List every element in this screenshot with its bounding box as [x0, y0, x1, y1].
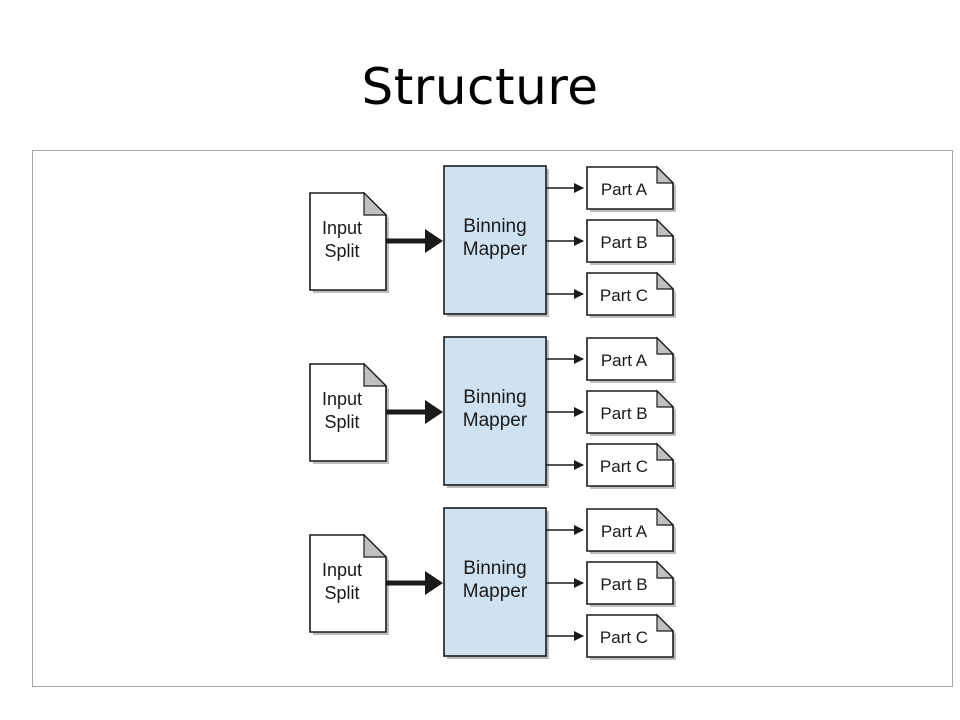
partition-file-fold	[656, 389, 675, 408]
partition-file-fold	[656, 218, 675, 237]
input-split-fold	[363, 362, 388, 387]
input-split-fold	[363, 533, 388, 558]
partition-file-fold	[656, 560, 675, 579]
partition-file-fold	[656, 165, 675, 184]
partition-file-page	[586, 443, 674, 487]
binning-mapper-box	[443, 507, 547, 657]
partition-file-fold	[656, 271, 675, 290]
partition-file-fold	[656, 507, 675, 526]
partition-label: Part B	[600, 233, 647, 252]
partition-file-page	[586, 614, 674, 658]
partition-label: Part A	[601, 351, 648, 370]
input-to-mapper-arrow-head	[425, 571, 443, 595]
partition-label: Part C	[600, 286, 648, 305]
partition-file-page	[586, 219, 674, 263]
input-split-label-line2: Split	[324, 412, 359, 432]
partition-label: Part A	[601, 180, 648, 199]
partition-file-fold	[656, 442, 675, 461]
mapper-label-line2: Mapper	[463, 410, 528, 431]
partition-label: Part C	[600, 457, 648, 476]
binning-mapper-box	[443, 336, 547, 486]
input-split-label-line2: Split	[324, 241, 359, 261]
mapper-label-line2: Mapper	[463, 581, 528, 602]
input-split-page	[309, 534, 387, 633]
partition-file-page	[586, 337, 674, 381]
input-split-fold	[363, 191, 388, 216]
partition-label: Part B	[600, 575, 647, 594]
partition-file-page	[586, 166, 674, 210]
binning-mapper-box	[443, 165, 547, 315]
slide-title: Structure	[361, 58, 599, 116]
partition-file-page	[586, 272, 674, 316]
input-to-mapper-arrow-head	[425, 229, 443, 253]
partition-file-page	[586, 561, 674, 605]
partition-label: Part C	[600, 628, 648, 647]
mapper-label-line2: Mapper	[463, 239, 528, 260]
partition-file-page	[586, 390, 674, 434]
input-split-label-line1: Input	[322, 389, 362, 409]
input-to-mapper-arrow-head	[425, 400, 443, 424]
input-split-label-line1: Input	[322, 218, 362, 238]
mapper-label-line1: Binning	[463, 387, 526, 408]
partition-file-fold	[656, 336, 675, 355]
mapper-label-line1: Binning	[463, 558, 526, 579]
input-split-label-line2: Split	[324, 583, 359, 603]
partition-label: Part A	[601, 522, 648, 541]
partition-file-fold	[656, 613, 675, 632]
input-split-label-line1: Input	[322, 560, 362, 580]
partition-label: Part B	[600, 404, 647, 423]
mapper-label-line1: Binning	[463, 216, 526, 237]
input-split-page	[309, 192, 387, 291]
partition-file-page	[586, 508, 674, 552]
input-split-page	[309, 363, 387, 462]
